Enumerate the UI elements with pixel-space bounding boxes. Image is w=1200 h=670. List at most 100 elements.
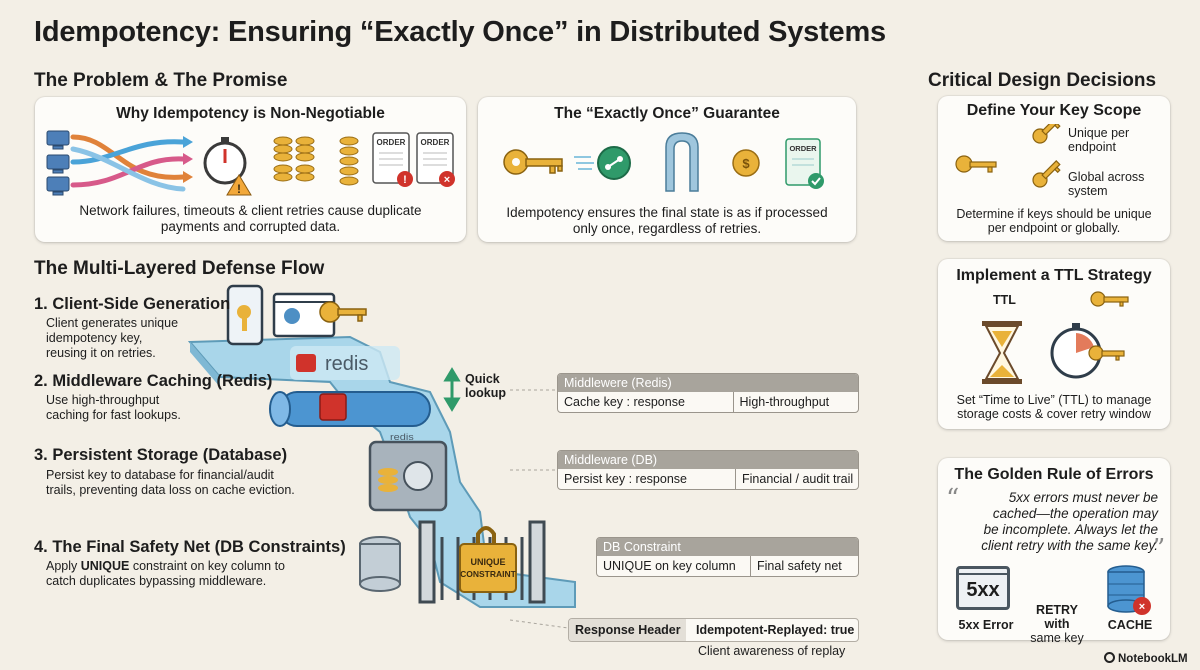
constraint-table-header: DB Constraint — [597, 538, 858, 556]
padlock-icon: UNIQUE CONSTRAINT — [459, 526, 517, 593]
order-label: ORDER — [421, 138, 450, 147]
step4-text: Apply UNIQUE constraint on key column to… — [46, 559, 285, 589]
opt1-line1: Unique per — [1068, 126, 1130, 140]
redis-table-header: Middlewere (Redis) — [558, 374, 858, 392]
quick-lookup-line1: Quick — [465, 372, 500, 386]
hourglass-icon — [982, 321, 1022, 384]
svg-text:!: ! — [237, 182, 241, 196]
tangled-arrows-icon — [70, 134, 186, 192]
db-table-header: Middleware (DB) — [558, 451, 858, 469]
why-text-line1: Network failures, timeouts & client retr… — [79, 203, 422, 218]
decisions-heading: Critical Design Decisions — [928, 70, 1157, 91]
token-icon — [597, 146, 631, 180]
computer-icon — [46, 130, 70, 196]
duplicate-requests-illustration: ! ORDER ! ORDER × — [46, 130, 455, 196]
ttl-text: Set “Time to Live” (TTL) to manage stora… — [938, 393, 1170, 421]
defense-flow-illustration: redis redis UNIQUE CONSTRAINT — [187, 284, 576, 608]
step2-text: Use high-throughput caching for fast loo… — [46, 393, 181, 423]
step1-title: 1. Client-Side Generation — [34, 295, 231, 313]
close-quote-icon: ” — [1152, 534, 1166, 564]
ttl-line2: storage costs & cover retry window — [957, 407, 1151, 421]
step4-title: 4. The Final Safety Net (DB Constraints) — [34, 538, 346, 556]
db-table-col1: Persist key : response — [558, 469, 736, 489]
constraint-table-header-label: DB Constraint — [603, 540, 681, 554]
table-row: Persist key : response Financial / audit… — [558, 469, 858, 489]
exactly-once-illustration: $ ORDER — [503, 132, 824, 192]
ttl-title: Implement a TTL Strategy — [956, 267, 1152, 284]
quote-line3: be incomplete. Always let the — [983, 522, 1158, 537]
key-scope-title: Define Your Key Scope — [966, 102, 1142, 119]
phone-icon — [226, 284, 264, 346]
brand-label: NotebookLM — [1104, 652, 1188, 665]
db-table-col2: Financial / audit trail — [742, 472, 854, 486]
gateway-arch-icon — [665, 132, 699, 192]
table-row: Response Header Idempotent-Replayed: tru… — [569, 619, 858, 641]
response-header-col2: Idempotent-Replayed: true — [696, 623, 855, 637]
page-title: Idempotency: Ensuring “Exactly Once” in … — [34, 16, 886, 48]
brand-name: NotebookLM — [1118, 653, 1188, 665]
quick-lookup-line2: lookup — [465, 386, 506, 400]
table-row: Cache key : response High-throughput API… — [558, 392, 858, 412]
db-table: Middleware (DB) Persist key : response F… — [557, 450, 859, 490]
step2-line1: Use high-throughput — [46, 393, 160, 407]
order-label: ORDER — [377, 138, 406, 147]
retry-line1: RETRY with — [1036, 603, 1078, 631]
why-idempotency-title: Why Idempotency is Non-Negotiable — [116, 105, 385, 122]
response-header-col1: Response Header — [569, 619, 686, 641]
step1-line3: reusing it on retries. — [46, 346, 156, 360]
step3-line1: Persist key to database for financial/au… — [46, 468, 274, 482]
key-scope-option1: Unique per endpoint — [1068, 126, 1129, 154]
key-icon — [955, 124, 1061, 188]
svg-text:!: ! — [403, 174, 407, 186]
unique-constraint-line2: CONSTRAINT — [460, 569, 517, 579]
step2-title: 2. Middleware Caching (Redis) — [34, 372, 273, 390]
ttl-card: Implement a TTL Strategy TTL Set “Time t… — [938, 259, 1170, 429]
step4-prefix: Apply — [46, 559, 81, 573]
quote-line2: cached—the operation may — [992, 506, 1158, 521]
step1-text: Client generates unique idempotency key,… — [46, 316, 178, 361]
ttl-illustration — [982, 291, 1129, 384]
leader-lines — [510, 389, 569, 629]
order-success-icon: ORDER — [785, 138, 824, 189]
coin-icon: $ — [732, 149, 760, 177]
redis-table-header-label: Middlewere (Redis) — [564, 376, 672, 390]
quote-line4: client retry with the same key. — [981, 538, 1158, 553]
order-document-error-icon: ORDER ! — [372, 132, 413, 187]
exactly-once-text: Idempotency ensures the final state is a… — [478, 205, 856, 237]
open-quote-icon: “ — [946, 484, 960, 514]
error-label: 5xx Error — [958, 618, 1014, 632]
order-document-cancel-icon: ORDER × — [416, 132, 455, 187]
coin-stacks-icon — [273, 136, 359, 186]
golden-rule-quote: 5xx errors must never be cached—the oper… — [962, 490, 1158, 554]
response-caption: Client awareness of replay — [698, 644, 846, 658]
step1-line1: Client generates unique — [46, 316, 179, 330]
safe-icon — [368, 440, 448, 512]
ttl-line1: Set “Time to Live” (TTL) to manage — [956, 393, 1152, 407]
opt1-line2: endpoint — [1068, 140, 1116, 154]
redis-logo-icon: redis — [290, 346, 400, 380]
key-scope-illustration — [955, 124, 1061, 188]
golden-rule-card: The Golden Rule of Errors “ ” 5xx errors… — [938, 458, 1170, 645]
quick-lookup-arrow-icon — [443, 367, 461, 412]
redis-table: Middlewere (Redis) Cache key : response … — [557, 373, 859, 413]
cache-database-icon: × — [1107, 565, 1151, 615]
key-scope-line2: per endpoint or globally. — [987, 221, 1121, 235]
step3-title: 3. Persistent Storage (Database) — [34, 446, 288, 464]
step4-suffix: constraint on key column to — [129, 559, 286, 573]
step3-line2: trails, preventing data loss on cache ev… — [46, 483, 295, 497]
redis-label: redis — [325, 353, 368, 375]
stopwatch-icon — [1050, 323, 1125, 379]
exactly-once-card: The “Exactly Once” Guarantee $ ORDER Ide… — [478, 97, 856, 242]
opt2-line1: Global across — [1068, 170, 1145, 184]
constraint-table-col2: Final safety net — [757, 559, 842, 573]
key-scope-text: Determine if keys should be unique per e… — [938, 207, 1170, 235]
golden-rule-title: The Golden Rule of Errors — [954, 466, 1154, 483]
key-scope-line1: Determine if keys should be unique — [956, 207, 1152, 221]
redis-mirror-label: redis — [390, 433, 414, 443]
quote-line1: 5xx errors must never be — [1008, 490, 1158, 505]
svg-text:×: × — [1139, 601, 1145, 613]
svg-text:$: $ — [742, 156, 750, 171]
svg-text:×: × — [444, 174, 450, 186]
step4-line2: catch duplicates bypassing middleware. — [46, 574, 267, 588]
exactly-text-line1: Idempotency ensures the final state is a… — [506, 205, 828, 220]
